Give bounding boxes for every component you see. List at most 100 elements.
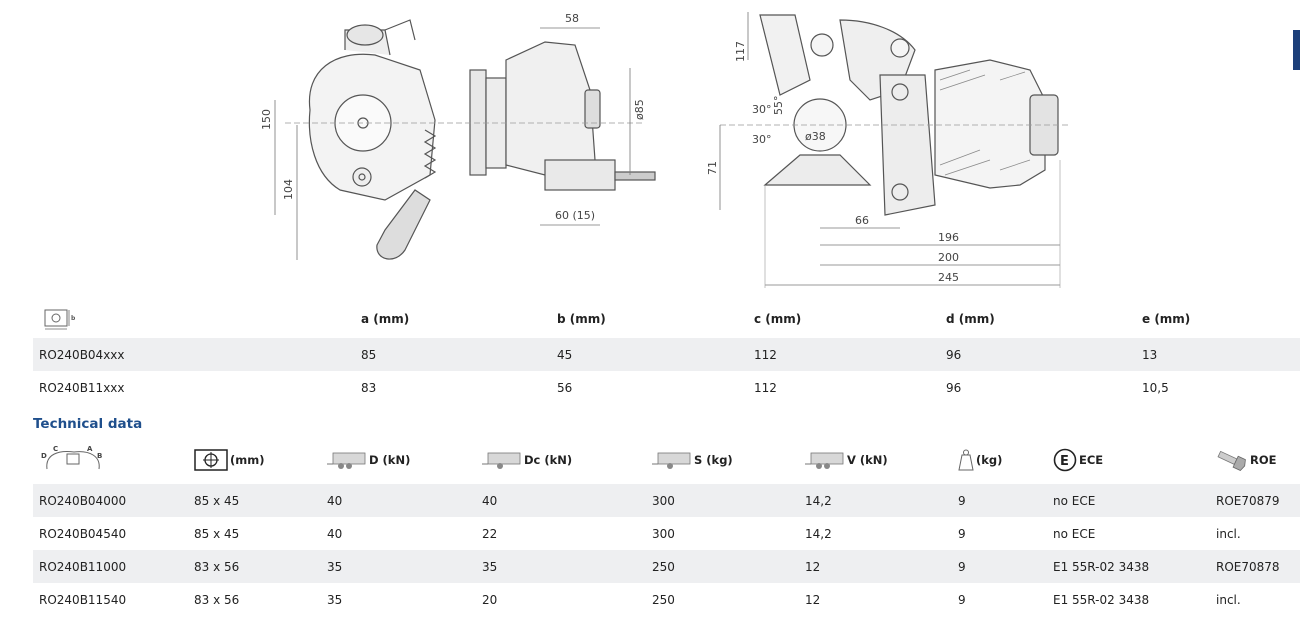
cell-D: 40 [327,526,343,541]
cell-roe: incl. [1216,592,1241,607]
technical-data-title: Technical data [33,416,143,432]
header-D: D (kN) [321,436,476,484]
cell-model: RO240B04xxx [33,338,355,371]
header-weight: (kg) [952,436,1047,484]
cell-model: RO240B04000 [33,484,188,517]
dim-d38: ø38 [805,130,826,143]
coupling-abcd-icon: D C A B [41,445,102,469]
cell-a: 83 [361,380,377,395]
cell-weight: 9 [952,484,1047,517]
trailer-icon [327,452,366,469]
dim-117: 117 [734,41,747,62]
cell-ece: no ECE [1053,526,1096,541]
cell-ece: E1 55R-02 3438 [1047,550,1210,583]
dim-30-top: 30° [752,103,772,116]
table-row: RO240B04xxx 85 45 112 96 13 [33,338,1300,371]
technical-data-table: D C A B (mm) D (kN) [33,436,1300,616]
header-d: d (mm) [946,312,995,326]
cell-weight: 9 [952,550,1047,583]
dim-60-15: 60 (15) [555,209,595,222]
dimensions-header-row: b a (mm) b (mm) c (mm) d (mm) e (mm) [33,300,1300,338]
dim-55: 55° [772,96,785,116]
svg-text:A: A [87,445,93,453]
header-flange-label: (mm) [230,453,265,467]
accent-bar [1293,30,1300,70]
cell-ece: E1 55R-02 3438 [1053,592,1150,607]
hitch-side-view-drawing: 58 150 104 ø85 60 (15) [260,12,656,260]
cell-model: RO240B11540 [39,592,127,607]
cell-c: 112 [748,338,940,371]
cell-S: 300 [652,526,675,541]
cell-S: 250 [652,592,675,607]
header-e: e (mm) [1142,312,1191,326]
cell-D: 40 [321,484,476,517]
cell-roe: ROE70879 [1210,484,1300,517]
dim-200: 200 [938,251,959,264]
header-b: b (mm) [557,312,606,326]
svg-text:C: C [53,445,58,453]
dim-58: 58 [565,12,579,25]
ece-mark-icon: E [1053,448,1077,472]
svg-text:B: B [97,452,102,460]
header-V-label: V (kN) [847,453,888,467]
flange-plate-icon [194,449,228,471]
cell-V: 14,2 [799,484,952,517]
dim-30-bottom: 30° [752,133,772,146]
table-row: RO240B11540 83 x 56 35 20 250 12 9 E1 55… [33,583,1300,616]
cell-a: 85 [355,338,551,371]
bolt-icon [1217,450,1246,471]
header-S-label: S (kg) [694,453,733,467]
header-a: a (mm) [361,312,410,326]
technical-header-row: D C A B (mm) D (kN) [33,436,1300,484]
cell-c: 112 [754,380,777,395]
dim-104: 104 [282,179,295,200]
header-Dc: Dc (kN) [476,436,646,484]
cell-flange: 83 x 56 [194,592,240,607]
svg-text:b: b [71,315,76,322]
cell-b: 56 [557,380,573,395]
header-V: V (kN) [799,436,952,484]
cell-V: 14,2 [805,526,832,541]
header-roe: ROE [1210,436,1300,484]
trailer-icon [805,452,844,469]
cell-d: 96 [946,380,962,395]
cell-e: 13 [1136,338,1300,371]
cell-V: 12 [799,550,952,583]
header-c: c (mm) [754,312,802,326]
table-row: RO240B11000 83 x 56 35 35 250 12 9 E1 55… [33,550,1300,583]
header-flange-mm: (mm) [188,436,321,484]
svg-text:D: D [41,452,47,460]
coupling-dimension-icon: b [44,309,76,329]
cell-ece: no ECE [1047,484,1210,517]
cell-d: 96 [940,338,1136,371]
cell-flange: 85 x 45 [188,484,321,517]
cell-e: 10,5 [1142,380,1169,395]
cell-Dc: 20 [482,592,498,607]
cell-D: 35 [327,592,343,607]
header-Dc-label: Dc (kN) [524,453,573,467]
header-S: S (kg) [646,436,799,484]
cell-D: 35 [321,550,476,583]
cell-S: 250 [646,550,799,583]
header-roe-label: ROE [1250,453,1277,467]
header-ece-label: ECE [1079,453,1104,467]
tech-icon-cell: D C A B [33,436,188,484]
cell-flange: 85 x 45 [194,526,240,541]
cell-b: 45 [551,338,748,371]
cell-flange: 83 x 56 [188,550,321,583]
table-row: RO240B04540 85 x 45 40 22 300 14,2 9 no … [33,517,1300,550]
cell-weight: 9 [958,526,966,541]
dim-71: 71 [706,161,719,175]
cell-Dc: 35 [476,550,646,583]
cell-V: 12 [805,592,821,607]
dimensions-table: b a (mm) b (mm) c (mm) d (mm) e (mm) RO2… [33,300,1300,404]
dim-196: 196 [938,231,959,244]
technical-drawings: 58 150 104 ø85 60 (15) [0,0,1300,295]
header-D-label: D (kN) [369,453,411,467]
dims-icon-cell: b [33,300,355,338]
trailer-icon [652,452,691,469]
cell-weight: 9 [958,592,966,607]
dim-150: 150 [260,109,273,130]
cell-model: RO240B11xxx [39,380,125,395]
dim-245: 245 [938,271,959,284]
